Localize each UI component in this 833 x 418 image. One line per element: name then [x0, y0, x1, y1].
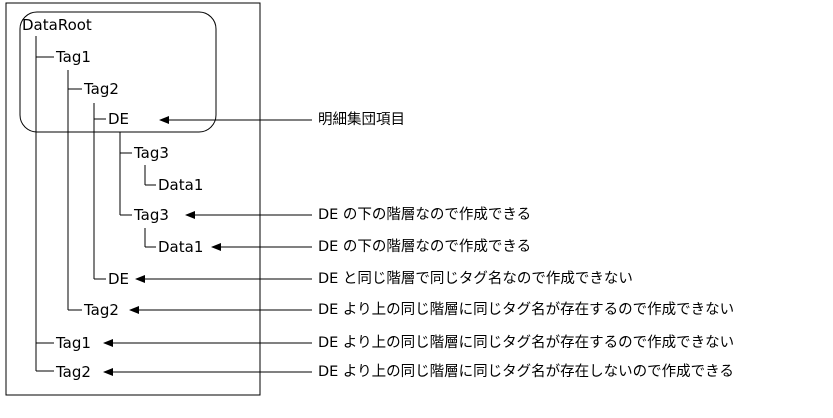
annotation-text: DE より上の同じ階層に同じタグ名が存在しないので作成できる [318, 364, 734, 380]
annotation-text: DE の下の階層なので作成できる [318, 207, 532, 223]
node-tag3: Tag3 [134, 206, 169, 224]
node-tag1: Tag1 [56, 334, 91, 352]
outer-frame [5, 2, 261, 396]
node-tag2: Tag2 [56, 363, 91, 381]
annotation-text: DE より上の同じ階層に同じタグ名が存在するので作成できない [318, 335, 735, 351]
tree-lines [35, 36, 156, 372]
node-de: DE [108, 270, 130, 288]
annotation-detail-group: 明細集団項目 [318, 112, 405, 128]
node-dataroot: DataRoot [22, 16, 92, 34]
node-data1: Data1 [158, 176, 204, 194]
node-tag1: Tag1 [56, 48, 91, 66]
detail-group-highlight-box [19, 11, 217, 133]
node-tag3: Tag3 [134, 144, 169, 162]
annotation-text: DE より上の同じ階層に同じタグ名が存在するので作成できない [318, 302, 735, 318]
node-tag2: Tag2 [84, 80, 119, 98]
annotation-text: DE と同じ階層で同じタグ名なので作成できない [318, 271, 633, 287]
annotation-text: DE の下の階層なので作成できる [318, 239, 532, 255]
node-data1: Data1 [158, 238, 204, 256]
node-tag2: Tag2 [84, 301, 119, 319]
annotation-arrows [103, 116, 312, 376]
node-de: DE [108, 110, 130, 128]
